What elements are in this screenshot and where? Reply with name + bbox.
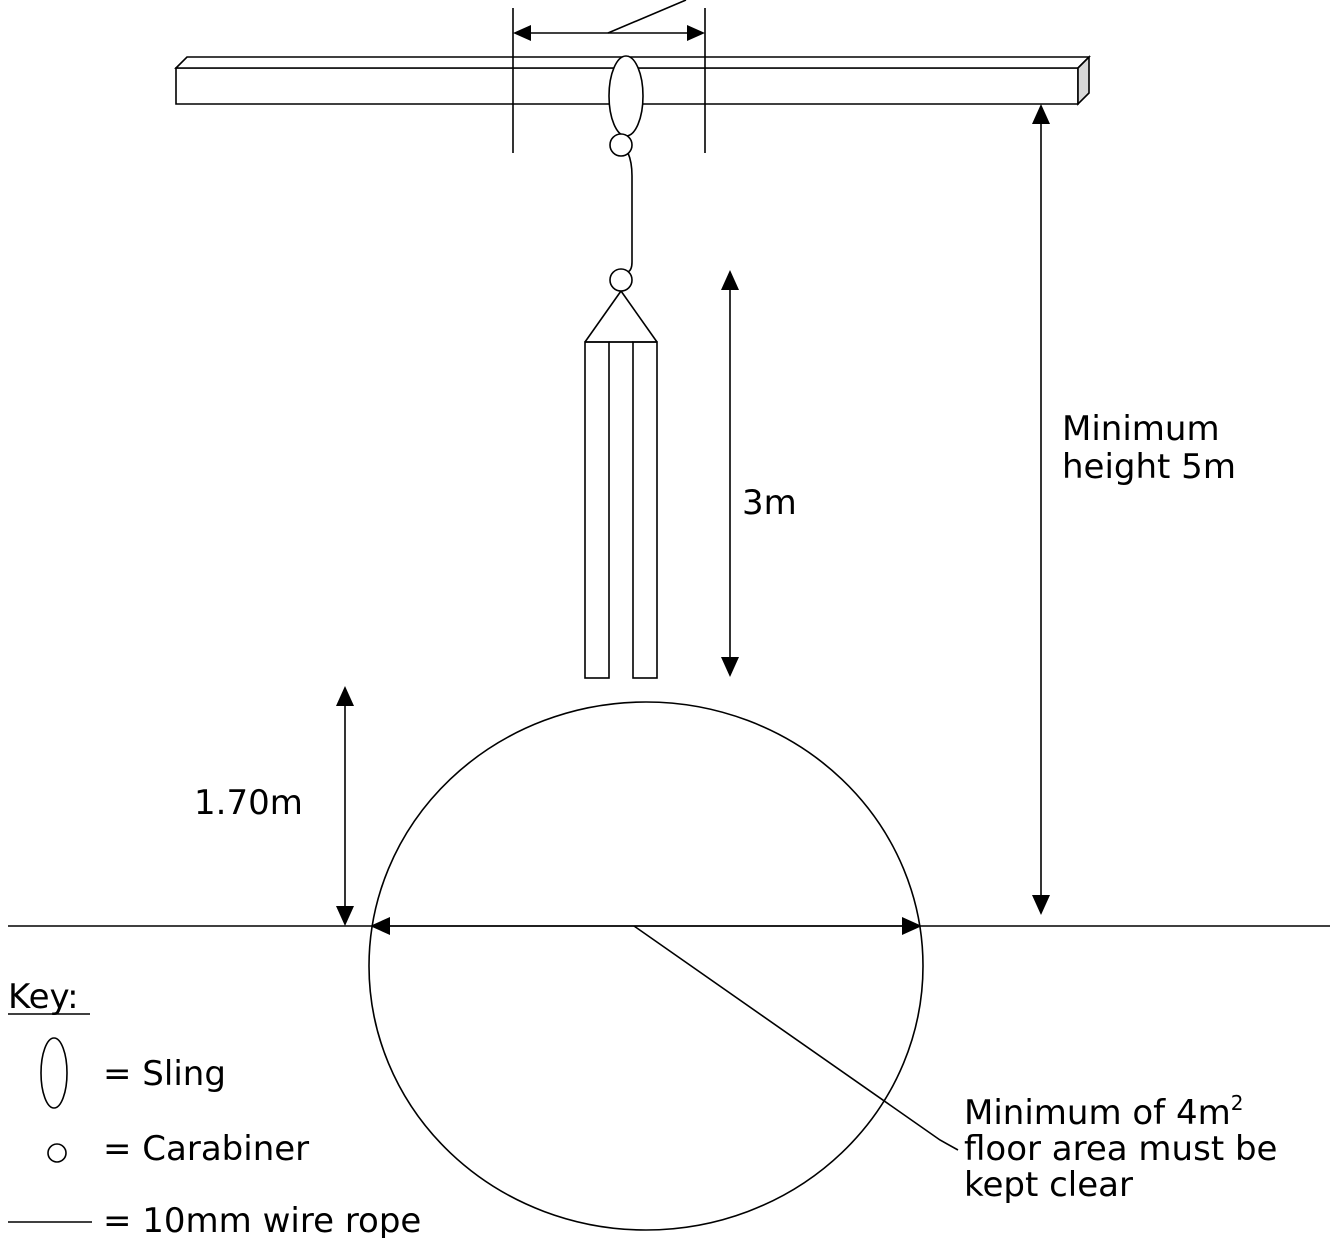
bag-clearance-dimension — [336, 686, 354, 926]
minimum-height-label-line2: height 5m — [1062, 447, 1236, 487]
punch-bag — [584, 290, 658, 679]
sling-key-label: = Sling — [103, 1054, 226, 1094]
clear-area-note-line2: floor area must be — [964, 1129, 1277, 1169]
minimum-height-dimension — [1032, 104, 1050, 915]
top-carabiner-icon — [609, 133, 633, 157]
clear-area-leader-line — [633, 925, 959, 1151]
carabiner-key-icon — [47, 1143, 67, 1163]
sling-icon — [608, 55, 644, 137]
minimum-height-label-line1: Minimum — [1062, 409, 1220, 449]
sling-key-icon — [40, 1037, 68, 1109]
wire-rope-key-label: = 10mm wire rope — [103, 1201, 421, 1238]
key-title: Key: — [8, 977, 79, 1017]
key-legend: Key: = Sling = Carabiner = 10mm wire rop… — [8, 977, 421, 1238]
clear-area-note-line1: Minimum of 4m2 — [964, 1091, 1243, 1133]
clear-floor-area-circle — [368, 701, 924, 1231]
bag-clearance-label: 1.70m — [194, 783, 303, 823]
bag-length-label: 3m — [742, 483, 797, 523]
carabiner-key-label: = Carabiner — [103, 1129, 309, 1169]
clear-area-note-line3: kept clear — [964, 1165, 1133, 1205]
floor-diameter-dimension — [370, 917, 922, 935]
bag-length-dimension — [721, 270, 739, 677]
sling-span-dimension — [512, 0, 706, 153]
wire-rope — [627, 152, 633, 273]
bag-carabiner-icon — [609, 268, 633, 292]
